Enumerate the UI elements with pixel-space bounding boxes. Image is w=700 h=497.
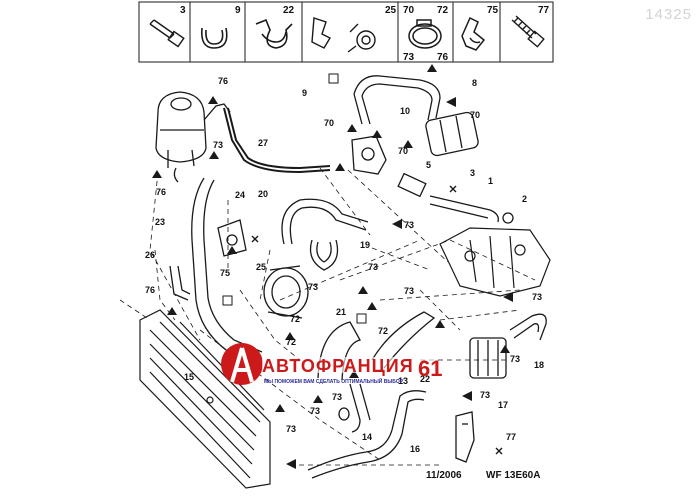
callout-label: 16 [410, 444, 420, 454]
callout-label: 8 [472, 78, 477, 88]
hose-19 [309, 239, 339, 271]
callout-label: 70 [324, 118, 334, 128]
screw-icon [511, 15, 545, 48]
legend-number: 75 [487, 5, 499, 16]
footer-date: 11/2006 [426, 470, 462, 481]
callout-label: 73 [308, 282, 318, 292]
callout-label: 18 [534, 360, 544, 370]
callout-label: 73 [532, 292, 542, 302]
hose-clamp-icon [200, 27, 228, 49]
callout-label: 24 [235, 190, 245, 200]
hose-23 [191, 177, 263, 363]
dealer-logo: АВТОФРАНЦИЯ 61 МЫ ПОМОЖЕМ ВАМ СДЕЛАТЬ ОП… [221, 343, 442, 385]
callout-label: 9 [302, 88, 307, 98]
callout-label: 73 [368, 262, 378, 272]
callout-label: 73 [510, 354, 520, 364]
callout-label: 14 [362, 432, 372, 442]
radiator [139, 309, 271, 489]
callout-label: 70 [470, 110, 480, 120]
logo-tagline: МЫ ПОМОЖЕМ ВАМ СДЕЛАТЬ ОПТИМАЛЬНЫЙ ВЫБОР [264, 377, 404, 385]
legend-number: 9 [235, 5, 241, 16]
expansion-tank [155, 91, 231, 183]
callout-label: 20 [258, 189, 268, 199]
callout-label: 1 [488, 176, 493, 186]
callout-label: 2 [522, 194, 527, 204]
callout-labels: 76 27 73 76 24 23 25 26 76 75 20 19 73 7… [145, 76, 544, 454]
hose-5-1 [397, 172, 514, 224]
document-id: 14325 [645, 6, 692, 23]
callout-label: 73 [480, 390, 490, 400]
spring-clip-icon [255, 18, 293, 49]
cooler-right [469, 337, 507, 379]
callout-label: 76 [145, 285, 155, 295]
callout-label: 19 [360, 240, 370, 250]
callout-label: 75 [220, 268, 230, 278]
callout-label: 72 [378, 326, 388, 336]
legend-number: 76 [437, 52, 449, 63]
callout-label: 76 [218, 76, 228, 86]
legend-numbers: 3 9 22 25 70 72 73 76 75 77 [180, 5, 550, 63]
callout-label: 23 [155, 217, 165, 227]
callout-label: 22 [420, 374, 430, 384]
dashed-leader-lines [119, 167, 536, 466]
callout-label: 21 [336, 307, 346, 317]
hose-14 [338, 383, 371, 433]
callout-label: 73 [332, 392, 342, 402]
bracket-clip-icon [461, 16, 486, 51]
footer-code: WF 13E60A [486, 470, 541, 481]
hose-16 [307, 390, 427, 479]
square-markers [222, 73, 367, 324]
legend-number: 25 [385, 5, 397, 16]
callout-label: 77 [506, 432, 516, 442]
legend-number: 70 [403, 5, 415, 16]
callout-label: 3 [470, 168, 475, 178]
callout-label: 73 [310, 406, 320, 416]
legend-number: 77 [538, 5, 550, 16]
callout-label: 76 [156, 187, 166, 197]
hose-18 [509, 313, 547, 341]
legend-number: 72 [437, 5, 449, 16]
callout-label: 26 [145, 250, 155, 260]
thermostat-housing [351, 135, 387, 175]
callout-label: 17 [498, 400, 508, 410]
callout-label: 72 [290, 314, 300, 324]
arrow-markers [152, 64, 513, 469]
callout-label: 27 [258, 138, 268, 148]
pipe-27 [223, 107, 331, 174]
callout-label: 13 [398, 376, 408, 386]
callout-label: 10 [400, 106, 410, 116]
callout-label: 72 [286, 337, 296, 347]
logo-number: 61 [418, 356, 442, 381]
logo-text: АВТОФРАНЦИЯ [262, 356, 414, 376]
callout-label: 73 [404, 286, 414, 296]
callout-label: 73 [404, 220, 414, 230]
heat-exchanger [425, 111, 479, 157]
cross-markers [251, 185, 503, 455]
bolt-icon [149, 19, 185, 48]
hose-26 [169, 265, 191, 301]
callout-label: 73 [286, 424, 296, 434]
engine-block [439, 227, 551, 297]
callout-label: 70 [398, 146, 408, 156]
hose-9 [353, 75, 441, 125]
callout-label: 73 [213, 140, 223, 150]
legend-number: 73 [403, 52, 415, 63]
push-rivet-icon [311, 17, 376, 53]
legend-number: 3 [180, 5, 186, 16]
bracket-17 [455, 411, 475, 463]
oil-cooler [263, 265, 309, 319]
callout-label: 15 [184, 372, 194, 382]
band-clamp-icon [408, 19, 442, 49]
bracket-24 [217, 219, 247, 257]
callout-label: 25 [256, 262, 266, 272]
hose-20 [281, 198, 369, 245]
legend-strip [138, 1, 554, 63]
callout-label: 5 [426, 160, 431, 170]
legend-number: 22 [283, 5, 295, 16]
